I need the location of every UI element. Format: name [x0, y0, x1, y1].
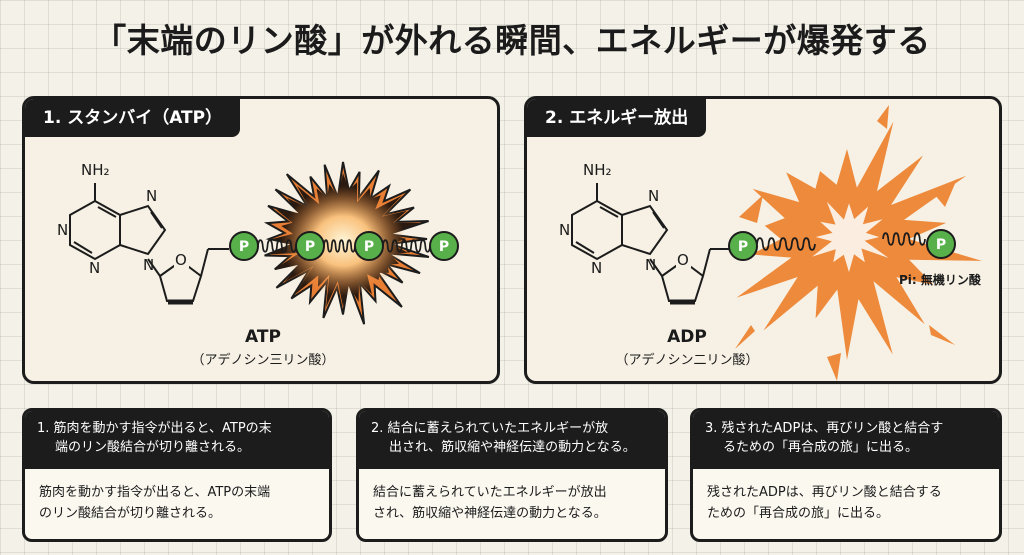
high-energy-bond — [257, 239, 297, 253]
phosphate-label: P — [738, 239, 748, 255]
phosphate-free: P — [926, 229, 956, 259]
phosphate-label: P — [439, 239, 449, 255]
phosphate-4: P — [429, 231, 459, 261]
card-heading-line: 1. 筋肉を動かす指令が出ると、ATPの末 — [37, 421, 272, 436]
card-heading: 2. 結合に蓄えられていたエネルギーが放 出され、筋収縮や神経伝達の動力となる。 — [359, 411, 665, 469]
card-body-line: され、筋収縮や神経伝達の動力となる。 — [373, 506, 607, 521]
molecule-full-name: （アデノシン三リン酸） — [191, 353, 335, 368]
high-energy-bond — [756, 237, 816, 251]
nh2-label: NH₂ — [583, 161, 612, 179]
panel-tab-title: 1. スタンバイ（ATP） — [25, 99, 241, 137]
pi-label: Pi: 無機リン酸 — [899, 273, 981, 287]
o-label: O — [175, 251, 187, 269]
card-body: 残されたADPは、再びリン酸と結合する ための「再合成の旅」に出る。 — [693, 469, 999, 524]
card-body-line: 残されたADPは、再びリン酸と結合する — [707, 485, 942, 500]
n-label: N — [645, 256, 656, 274]
explanation-card-1: 1. 筋肉を動かす指令が出ると、ATPの末 端のリン酸結合が切り離される。 筋肉… — [22, 408, 332, 542]
panel-energy-release: NH₂ N N N N O P P 2. エネルギー放出 Pi: 無機リン酸 A… — [524, 96, 1002, 384]
card-body-line: 筋肉を動かす指令が出ると、ATPの末端 — [39, 485, 271, 500]
n-label: N — [648, 187, 659, 205]
n-label: N — [591, 259, 602, 277]
adenine-ring — [571, 183, 669, 261]
n-label: N — [89, 259, 100, 277]
explanation-card-3: 3. 残されたADPは、再びリン酸と結合す るための「再合成の旅」に出る。 残さ… — [690, 408, 1002, 542]
phosphate-2: P — [295, 231, 325, 261]
card-body-line: のリン酸結合が切り離される。 — [39, 506, 222, 521]
card-heading-line: るための「再合成の旅」に出る。 — [723, 440, 919, 455]
card-heading-line: 端のリン酸結合が切り離される。 — [55, 440, 251, 455]
card-heading-line: 3. 残されたADPは、再びリン酸と結合す — [705, 421, 944, 436]
phosphate-label: P — [239, 239, 249, 255]
phosphate-label: P — [936, 237, 946, 253]
card-heading: 1. 筋肉を動かす指令が出ると、ATPの末 端のリン酸結合が切り離される。 — [25, 411, 329, 469]
high-energy-bond — [382, 239, 431, 253]
n-label: N — [57, 221, 68, 239]
card-heading-line: 2. 結合に蓄えられていたエネルギーが放 — [371, 421, 609, 436]
panel-atp-standby: NH₂ N N N N O P P P — [22, 96, 500, 384]
broken-bond-spring — [882, 232, 926, 246]
phosphate-label: P — [305, 239, 315, 255]
high-energy-bond — [323, 239, 356, 253]
phosphate-3: P — [354, 231, 384, 261]
phosphate-label: P — [364, 239, 374, 255]
adp-molecule-diagram: NH₂ N N N N O P P — [559, 105, 982, 381]
card-heading-line: 出され、筋収縮や神経伝達の動力となる。 — [389, 440, 636, 455]
card-body: 筋肉を動かす指令が出ると、ATPの末端 のリン酸結合が切り離される。 — [25, 469, 329, 524]
molecule-name: ADP — [667, 327, 707, 347]
card-body: 結合に蓄えられていたエネルギーが放出 され、筋収縮や神経伝達の動力となる。 — [359, 469, 665, 524]
molecule-name: ATP — [245, 327, 281, 347]
atp-molecule-diagram: NH₂ N N N N O P P P — [57, 161, 459, 325]
o-label: O — [677, 251, 689, 269]
explosion-icon — [735, 105, 982, 381]
card-heading: 3. 残されたADPは、再びリン酸と結合す るための「再合成の旅」に出る。 — [693, 411, 999, 469]
card-body-line: 結合に蓄えられていたエネルギーが放出 — [373, 485, 607, 500]
phosphate-1: P — [728, 231, 758, 261]
molecule-full-name: （アデノシン二リン酸） — [615, 353, 759, 368]
n-label: N — [559, 221, 570, 239]
panel-tab-title: 2. エネルギー放出 — [527, 99, 707, 137]
page-title: 「末端のリン酸」が外れる瞬間、エネルギーが爆発する — [93, 21, 931, 60]
adenine-ring — [69, 183, 167, 261]
card-body-line: ための「再合成の旅」に出る。 — [707, 506, 890, 521]
n-label: N — [143, 256, 154, 274]
n-label: N — [146, 187, 157, 205]
explanation-card-2: 2. 結合に蓄えられていたエネルギーが放 出され、筋収縮や神経伝達の動力となる。… — [356, 408, 668, 542]
phosphate-1: P — [229, 231, 259, 261]
nh2-label: NH₂ — [81, 161, 110, 179]
